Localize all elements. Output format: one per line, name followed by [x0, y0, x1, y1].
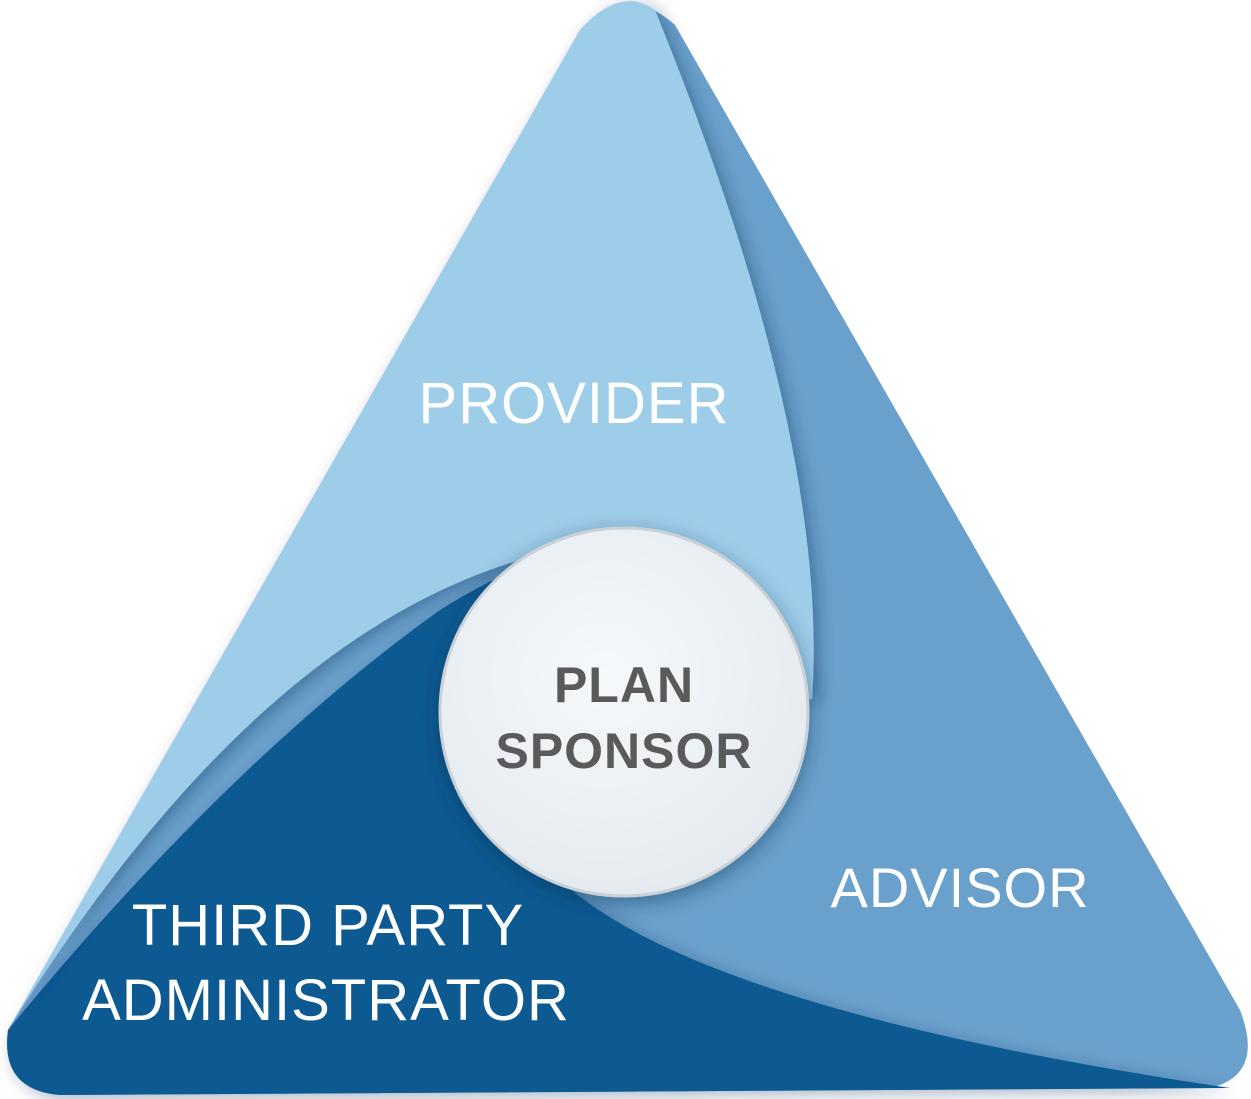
provider-label: PROVIDER [419, 371, 730, 436]
provider-segment [8, 1, 814, 1031]
plan-sponsor-label-line1: PLAN [554, 657, 694, 713]
plan-sponsor-label-line2: SPONSOR [495, 723, 752, 779]
tpa-label-line2: ADMINISTRATOR [82, 968, 570, 1033]
plan-sponsor-circle [438, 526, 810, 898]
advisor-label: ADVISOR [830, 856, 1089, 919]
tpa-label-line1: THIRD PARTY [132, 893, 524, 958]
tpa-segment [7, 560, 1230, 1095]
